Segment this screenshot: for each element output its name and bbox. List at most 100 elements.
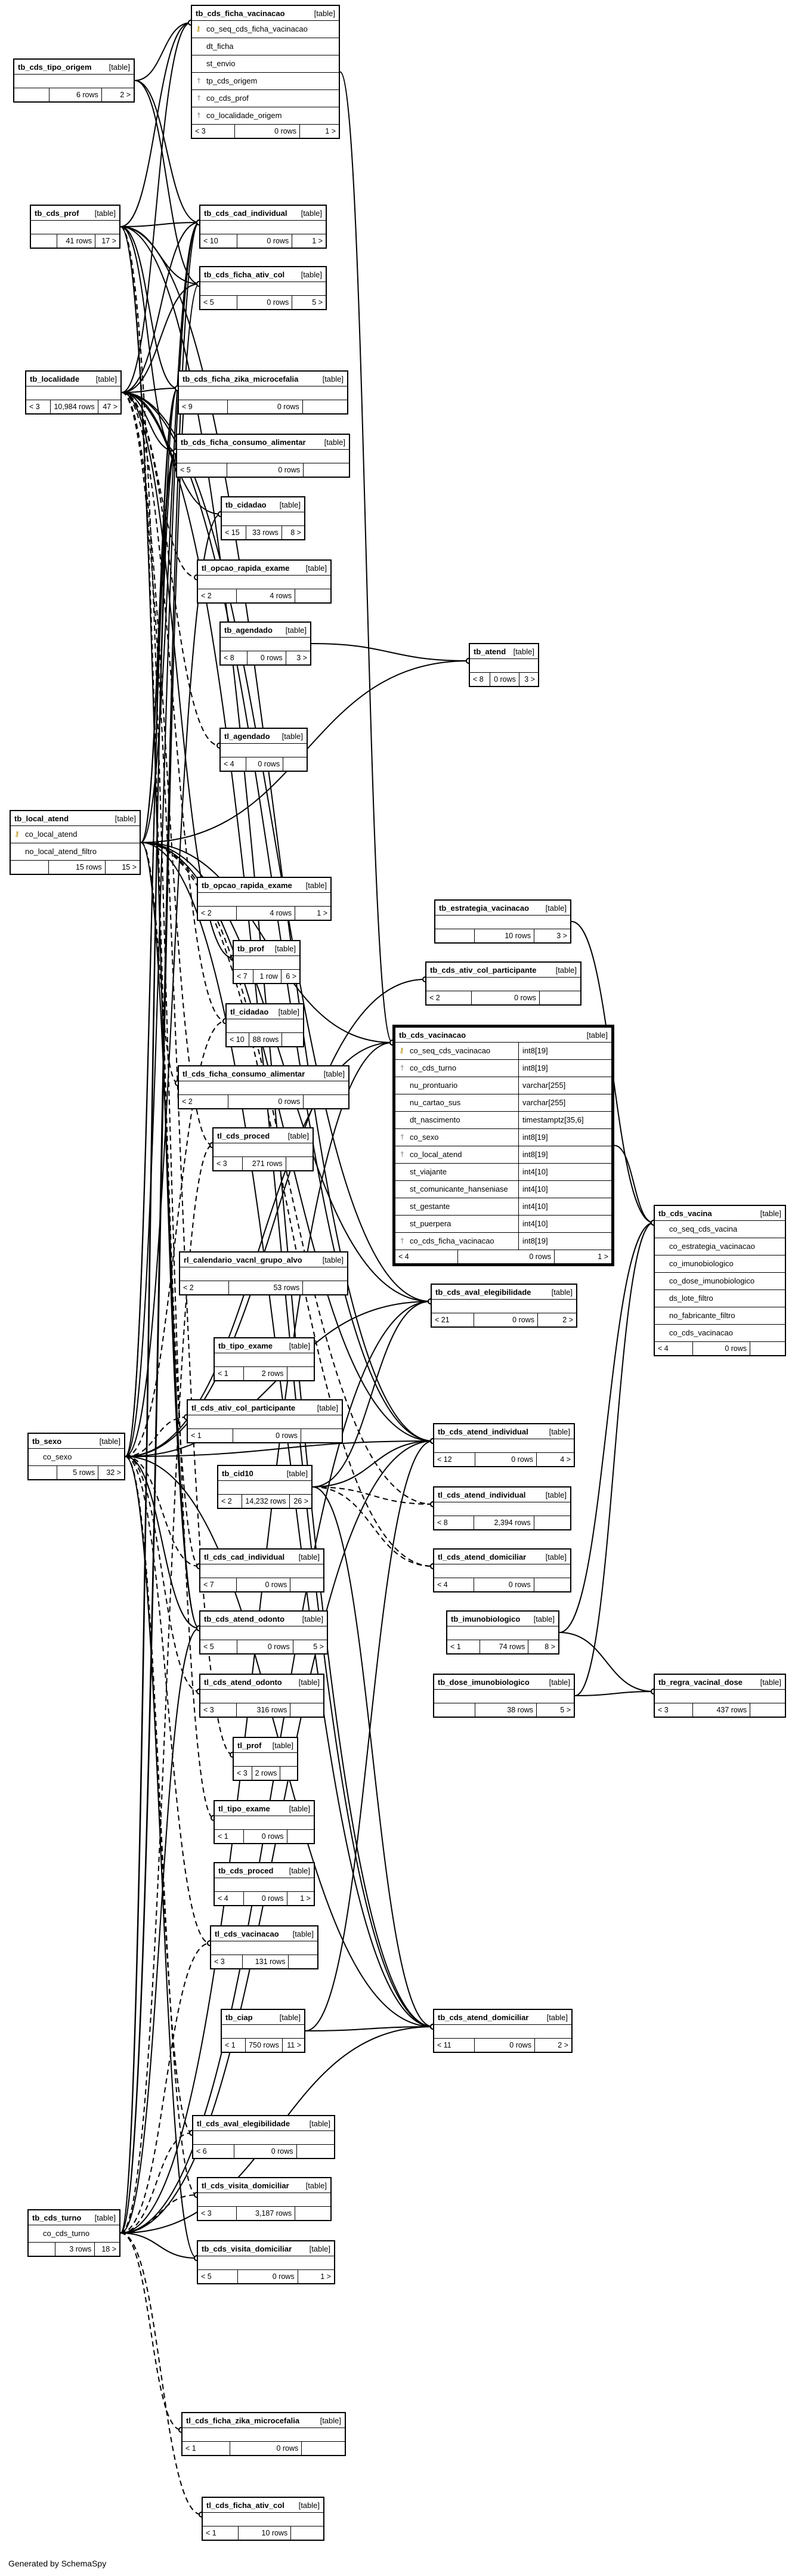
- table-name[interactable]: tb_cds_ficha_vacinacao: [196, 9, 285, 18]
- table-column[interactable]: co_sexo: [29, 1449, 124, 1466]
- table-tb-cds-ficha-zika-microcefalia[interactable]: tb_cds_ficha_zika_microcefalia[table]< 9…: [178, 370, 348, 415]
- table-name[interactable]: tb_cds_proced: [218, 1866, 274, 1875]
- table-name[interactable]: tb_cds_ativ_col_participante: [430, 966, 537, 975]
- table-tb-cds-ficha-consumo-alimentar[interactable]: tb_cds_ficha_consumo_alimentar[table]< 5…: [176, 434, 350, 478]
- table-name[interactable]: tb_local_atend: [14, 814, 69, 823]
- table-name[interactable]: tl_cds_cad_individual: [204, 1553, 285, 1561]
- table-name[interactable]: tl_cds_ficha_consumo_alimentar: [182, 1069, 305, 1078]
- table-column[interactable]: ⚷co_seq_cds_ficha_vacinacao: [192, 21, 339, 38]
- table-name[interactable]: tb_cds_ficha_consumo_alimentar: [181, 438, 306, 447]
- table-name[interactable]: tb_imunobiologico: [451, 1615, 521, 1623]
- table-name[interactable]: tb_cds_vacinacao: [399, 1031, 466, 1040]
- table-name[interactable]: tb_cds_turno: [32, 2213, 82, 2222]
- table-tl-cds-ficha-zika-microcefalia[interactable]: tl_cds_ficha_zika_microcefalia[table]< 1…: [181, 2412, 346, 2456]
- table-name[interactable]: tb_cds_atend_individual: [438, 1427, 528, 1436]
- table-column[interactable]: ⚷co_local_atend: [11, 826, 140, 843]
- table-column[interactable]: †co_cds_prof: [192, 90, 339, 107]
- table-name[interactable]: tl_prof: [237, 1741, 262, 1750]
- table-name[interactable]: tb_sexo: [32, 1437, 62, 1446]
- table-name[interactable]: tb_ciap: [225, 2013, 253, 2022]
- table-name[interactable]: tb_cds_cad_individual: [204, 209, 287, 218]
- table-column[interactable]: st_envio: [192, 55, 339, 73]
- table-name[interactable]: tb_regra_vacinal_dose: [658, 1678, 743, 1687]
- table-column[interactable]: co_cds_turno: [29, 2225, 119, 2243]
- table-name[interactable]: tb_cds_ficha_zika_microcefalia: [182, 375, 299, 384]
- table-rl-calendario-vacnl-grupo-alvo[interactable]: rl_calendario_vacnl_grupo_alvo[table]< 2…: [179, 1251, 348, 1295]
- table-name[interactable]: tl_cds_ficha_ativ_col: [206, 2501, 284, 2510]
- table-column[interactable]: co_estrategia_vacinacao: [655, 1238, 785, 1255]
- table-name[interactable]: tl_cds_proced: [217, 1131, 270, 1140]
- table-tb-cds-vacinacao[interactable]: tb_cds_vacinacao[table]⚷co_seq_cds_vacin…: [392, 1025, 614, 1266]
- table-name[interactable]: tb_tipo_exame: [218, 1341, 273, 1350]
- table-name[interactable]: tl_cds_visita_domiciliar: [202, 2181, 289, 2190]
- table-column[interactable]: co_dose_imunobiologico: [655, 1273, 785, 1290]
- table-name[interactable]: tb_opcao_rapida_exame: [202, 881, 292, 890]
- table-name[interactable]: tl_cds_vacinacao: [215, 1929, 279, 1938]
- table-name[interactable]: tb_cds_visita_domiciliar: [202, 2244, 292, 2253]
- table-name[interactable]: rl_calendario_vacnl_grupo_alvo: [184, 1255, 302, 1264]
- table-name[interactable]: tl_cidadao: [230, 1007, 269, 1016]
- table-name[interactable]: tb_atend: [474, 647, 506, 656]
- table-column[interactable]: co_seq_cds_vacina: [655, 1221, 785, 1238]
- table-name[interactable]: tb_localidade: [30, 375, 80, 384]
- table-name[interactable]: tl_tipo_exame: [218, 1804, 270, 1813]
- table-name[interactable]: tb_prof: [237, 944, 264, 953]
- table-column[interactable]: no_local_atend_filtro: [11, 843, 140, 861]
- table-name[interactable]: tb_estrategia_vacinacao: [439, 904, 530, 913]
- table-tb-cds-ficha-vacinacao[interactable]: tb_cds_ficha_vacinacao[table]⚷co_seq_cds…: [191, 5, 340, 139]
- table-name[interactable]: tb_cds_atend_odonto: [204, 1615, 285, 1623]
- table-column[interactable]: †co_localidade_origem: [192, 107, 339, 125]
- table-column[interactable]: co_cds_vacinacao: [655, 1325, 785, 1342]
- table-column[interactable]: co_imunobiologico: [655, 1255, 785, 1273]
- table-name[interactable]: tl_cds_atend_domiciliar: [438, 1553, 527, 1561]
- table-name[interactable]: tl_cds_ficha_zika_microcefalia: [186, 2416, 300, 2425]
- table-name[interactable]: tb_cds_vacina: [658, 1209, 712, 1218]
- table-name[interactable]: tb_cidadao: [225, 500, 267, 509]
